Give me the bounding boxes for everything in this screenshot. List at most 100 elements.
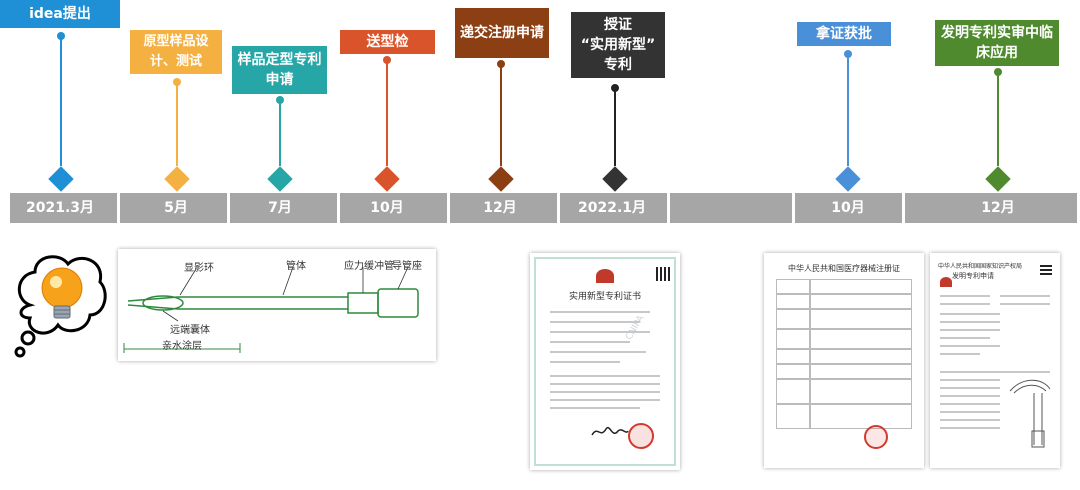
table-cell [810, 404, 912, 429]
stage-box-utility-patent: 授证 “实用新型” 专利 [571, 12, 665, 78]
knob-approval [844, 50, 852, 58]
text-line [940, 395, 1000, 397]
diamond-patent-apply [267, 166, 293, 192]
diamond-utility-patent [602, 166, 628, 192]
text-line [940, 303, 990, 305]
table-cell [810, 294, 912, 309]
table-cell [810, 349, 912, 364]
text-line [940, 371, 1050, 373]
catheter-label: 应力缓冲管 [344, 261, 394, 272]
timeline-segment [450, 193, 557, 223]
stage-label: 样品定型专利申请 [237, 52, 322, 88]
diamond-idea [48, 166, 74, 192]
text-line [550, 375, 660, 377]
invention-patent-document: 中华人民共和国国家知识产权局 发明专利申请 [930, 253, 1060, 468]
stage-label: idea提出 [29, 6, 91, 22]
knob-registration [497, 60, 505, 68]
stem-patent-apply [279, 100, 281, 166]
device-drawing [1009, 379, 1051, 448]
stage-box-patent-apply: 样品定型专利申请 [232, 46, 327, 94]
stem-idea [60, 36, 62, 166]
table-cell [810, 329, 912, 349]
timeline-segment [905, 193, 1077, 223]
stage-label: 发明专利实审中临床应用 [941, 25, 1053, 61]
qr-code-icon [656, 267, 670, 281]
knob-patent-apply [276, 96, 284, 104]
text-line [550, 331, 650, 333]
stage-box-inspection: 送型检 [340, 30, 435, 54]
text-line [940, 411, 1000, 413]
timeline-label: 7月 [268, 200, 292, 216]
knob-utility-patent [611, 84, 619, 92]
timeline-segment [120, 193, 227, 223]
text-line [550, 321, 640, 323]
text-line [940, 295, 990, 297]
table-cell [776, 309, 810, 329]
table-cell [776, 404, 810, 429]
diamond-prototype [164, 166, 190, 192]
timeline-label: 10月 [370, 200, 404, 216]
diamond-registration [488, 166, 514, 192]
text-line [1000, 303, 1050, 305]
text-line [940, 403, 1000, 405]
stage-label: 原型样品设计、测试 [143, 34, 209, 69]
text-line [940, 353, 980, 355]
stem-invention-patent [997, 72, 999, 166]
utility-patent-certificate: 实用新型专利证书 CNIPA [530, 253, 680, 470]
knob-invention-patent [994, 68, 1002, 76]
catheter-label: 亲水涂层 [162, 341, 202, 352]
timeline-segment [795, 193, 902, 223]
text-line [550, 311, 650, 313]
text-line [940, 387, 1000, 389]
registration-certificate: 中华人民共和国医疗器械注册证 [764, 253, 924, 468]
stem-utility-patent [614, 88, 616, 166]
text-line [940, 321, 1000, 323]
table-cell [810, 279, 912, 294]
timeline-label: 5月 [164, 200, 188, 216]
stage-box-invention-patent: 发明专利实审中临床应用 [935, 20, 1059, 66]
signature-icon [591, 426, 629, 436]
text-line [940, 379, 1000, 381]
text-line [940, 313, 1000, 315]
diamond-invention-patent [985, 166, 1011, 192]
timeline-label: 2021.3月 [25, 200, 95, 216]
timeline-label: 2022.1月 [577, 200, 647, 216]
stem-inspection [386, 60, 388, 166]
text-line [940, 419, 1000, 421]
registration-table [776, 279, 912, 429]
text-line [550, 399, 660, 401]
stage-label: 递交注册申请 [460, 25, 544, 41]
stage-box-idea: idea提出 [0, 0, 120, 28]
text-line [1000, 295, 1050, 297]
text-line [550, 383, 660, 385]
registration-title: 中华人民共和国医疗器械注册证 [788, 264, 900, 273]
table-cell [776, 279, 810, 294]
document-title: 发明专利申请 [952, 272, 994, 280]
timeline-label: 12月 [981, 200, 1015, 216]
catheter-diagram: 显影环 管体 应力缓冲管 导管座 远端囊体 亲水涂层 [118, 249, 436, 361]
knob-inspection [383, 56, 391, 64]
cnipa-logo-icon [596, 269, 614, 283]
catheter-label: 远端囊体 [170, 325, 210, 336]
table-cell [810, 379, 912, 404]
qr-code-icon [1040, 263, 1052, 275]
stage-box-approval: 拿证获批 [797, 22, 891, 46]
table-cell [810, 364, 912, 379]
timeline-segment [340, 193, 447, 223]
timeline-label: 12月 [483, 200, 517, 216]
text-line [550, 351, 646, 353]
timeline-segment [560, 193, 667, 223]
table-cell [776, 329, 810, 349]
stem-prototype [176, 82, 178, 166]
text-line [940, 427, 1000, 429]
table-cell [776, 294, 810, 309]
stage-label: 送型检 [366, 34, 409, 50]
text-line [550, 361, 620, 363]
table-cell [810, 309, 912, 329]
text-line [940, 337, 990, 339]
catheter-label: 导管座 [392, 261, 422, 272]
text-line [940, 345, 1000, 347]
stem-registration [500, 64, 502, 166]
official-seal-icon [628, 423, 654, 449]
table-cell [776, 349, 810, 364]
